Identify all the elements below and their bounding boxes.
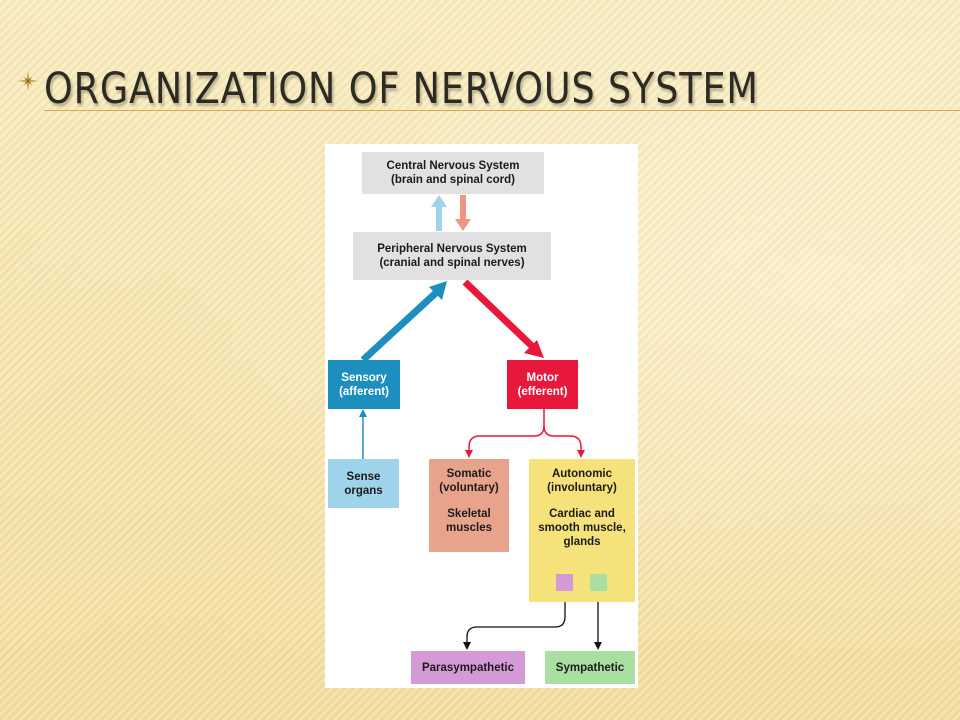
title-underline (44, 110, 960, 111)
somatic-target-line1: Skeletal (447, 508, 491, 520)
somatic-box: Somatic (voluntary) Skeletal muscles (429, 459, 509, 552)
autonomic-target-line1: Cardiac and (549, 508, 615, 520)
peripheral-nervous-system-box: Peripheral Nervous System (cranial and s… (353, 232, 551, 280)
pns-to-motor-arrow (462, 279, 544, 358)
star-bullet-icon (18, 71, 38, 91)
sympathetic-label: Sympathetic (555, 661, 625, 674)
cns-subtitle: (brain and spinal cord) (391, 174, 515, 186)
autonomic-target-line2: smooth muscle, (538, 522, 626, 534)
cns-title: Central Nervous System (386, 160, 520, 172)
sensory-box: Sensory (afferent) (328, 360, 400, 409)
autonomic-box: Autonomic (involuntary) Cardiac and smoo… (529, 459, 635, 602)
somatic-subtitle: (voluntary) (439, 482, 499, 494)
motor-title: Motor (526, 371, 559, 384)
sense-organs-line1: Sense (346, 470, 381, 483)
sympathetic-box: Sympathetic (545, 651, 635, 684)
pns-title: Peripheral Nervous System (377, 243, 527, 255)
parasympathetic-box: Parasympathetic (411, 651, 525, 684)
parasympathetic-swatch (556, 574, 573, 591)
autonomic-target-line3: glands (563, 536, 601, 548)
somatic-target-line2: muscles (445, 522, 493, 534)
pns-subtitle: (cranial and spinal nerves) (379, 257, 525, 269)
central-nervous-system-box: Central Nervous System (brain and spinal… (362, 152, 544, 194)
somatic-title: Somatic (446, 468, 492, 480)
autonomic-title: Autonomic (551, 468, 613, 480)
autonomic-subtitle: (involuntary) (547, 482, 617, 494)
pns-to-cns-arrow (431, 195, 447, 231)
slide-title: Organization of Nervous System (44, 64, 759, 114)
nervous-system-diagram: Central Nervous System (brain and spinal… (325, 144, 638, 688)
parasympathetic-label: Parasympathetic (421, 661, 515, 674)
motor-branch-arrows (465, 409, 585, 458)
sense-organs-box: Sense organs (328, 459, 399, 508)
sensory-to-pns-arrow (360, 281, 447, 363)
sense-organs-to-sensory-arrow (359, 409, 367, 459)
motor-box: Motor (efferent) (507, 360, 578, 409)
sympathetic-swatch (590, 574, 607, 591)
motor-subtitle: (efferent) (517, 385, 568, 398)
sensory-title: Sensory (341, 371, 387, 384)
sense-organs-line2: organs (344, 484, 383, 497)
diagram-connectors (359, 195, 602, 650)
sensory-subtitle: (afferent) (339, 385, 389, 398)
cns-to-pns-arrow (455, 195, 471, 231)
